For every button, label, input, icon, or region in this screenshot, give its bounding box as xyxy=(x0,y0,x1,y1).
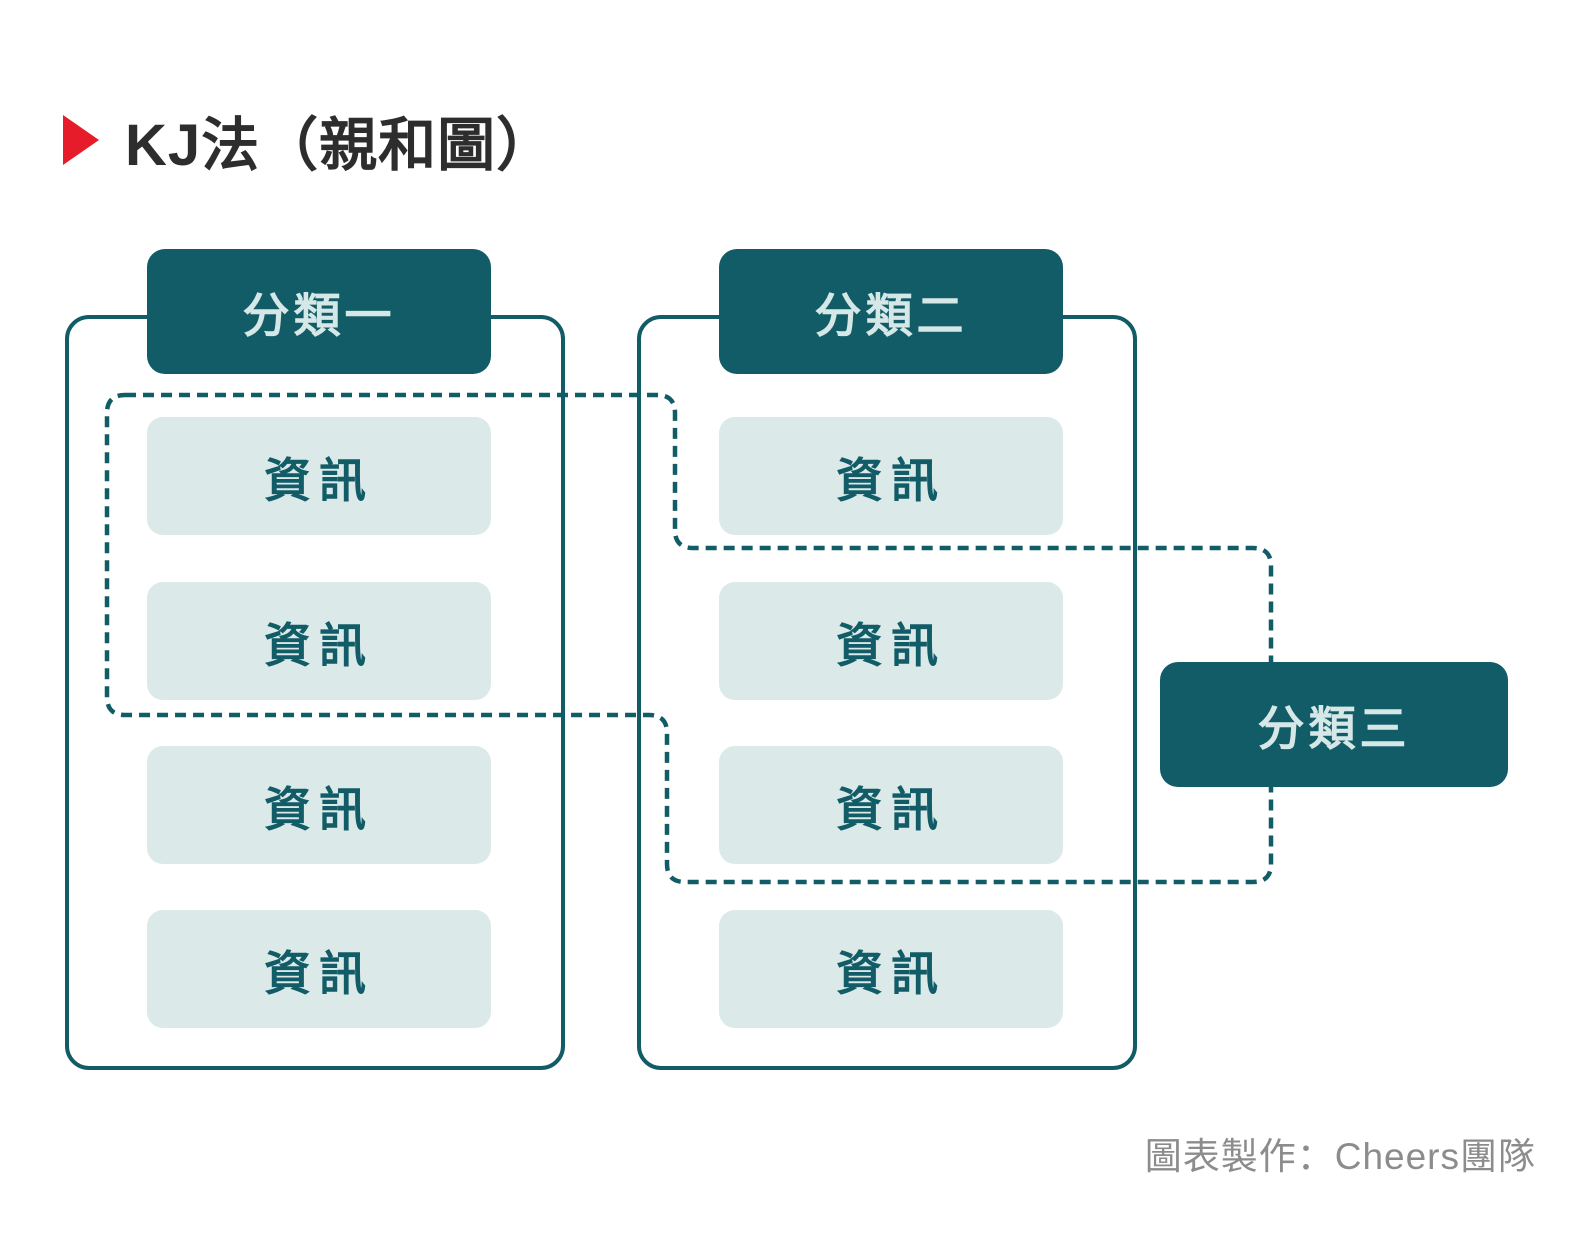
info-card: 資訊 xyxy=(147,910,491,1028)
info-card: 資訊 xyxy=(719,582,1063,700)
category-1-container: 分類一 資訊 資訊 資訊 資訊 xyxy=(65,249,565,1070)
credit-text: 圖表製作：Cheers團隊 xyxy=(1144,1136,1536,1177)
info-card: 資訊 xyxy=(719,910,1063,1028)
category-2-container: 分類二 資訊 資訊 資訊 資訊 xyxy=(637,249,1137,1070)
info-card: 資訊 xyxy=(719,417,1063,535)
category-1-badge: 分類一 xyxy=(147,249,491,374)
category-3-badge: 分類三 xyxy=(1160,662,1508,787)
info-card: 資訊 xyxy=(147,582,491,700)
category-2-badge: 分類二 xyxy=(719,249,1063,374)
info-card: 資訊 xyxy=(147,746,491,864)
page-title: KJ法（親和圖） xyxy=(125,113,556,178)
info-card: 資訊 xyxy=(719,746,1063,864)
title-row: KJ法（親和圖） xyxy=(63,98,555,182)
red-arrow-icon xyxy=(63,115,99,165)
info-card: 資訊 xyxy=(147,417,491,535)
